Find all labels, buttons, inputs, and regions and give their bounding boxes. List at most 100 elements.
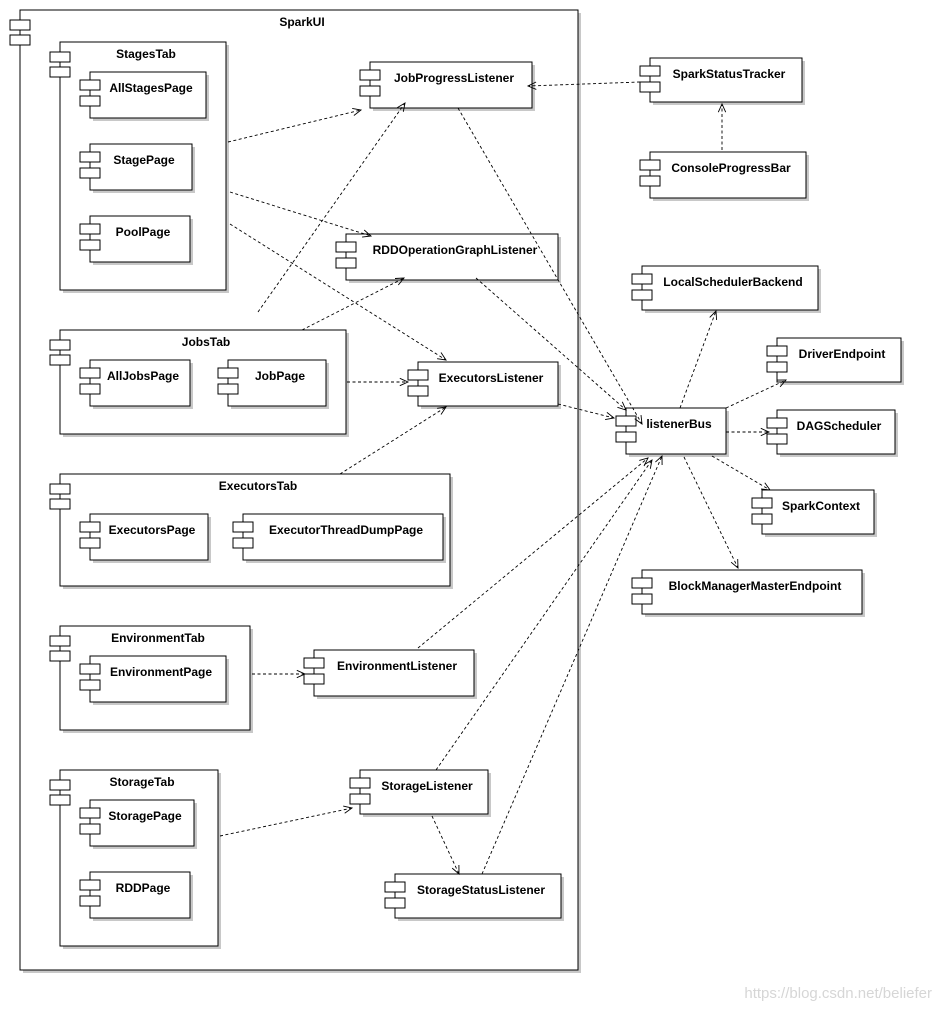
component-tab-icon — [349, 793, 371, 805]
sparkstatustracker-component: SparkStatusTracker — [639, 57, 805, 105]
component-tab-icon — [79, 383, 101, 395]
component-tab-icon — [631, 577, 653, 589]
component-tab-icon — [631, 273, 653, 285]
sparkui-label: SparkUI — [279, 15, 324, 29]
component-tab-icon — [79, 521, 101, 533]
storagelistener-label: StorageListener — [381, 779, 473, 793]
component-tab-icon — [407, 369, 429, 381]
dependency-arrow — [431, 815, 460, 875]
arrowhead-icon — [617, 401, 627, 411]
component-tab-icon — [79, 663, 101, 675]
arrowhead-icon — [296, 669, 307, 679]
component-tab-icon — [79, 823, 101, 835]
dependency-line — [229, 191, 372, 237]
consoleprogressbar-component: ConsoleProgressBar — [639, 151, 809, 201]
component-tab-icon — [359, 69, 381, 81]
dependency-line — [475, 277, 627, 411]
arrowhead-icon — [397, 102, 406, 112]
executorthreaddumppage-box — [242, 513, 444, 561]
arrowhead-icon — [717, 102, 727, 113]
rddoperationgraphlistener-box — [345, 233, 559, 281]
arrowhead-icon — [709, 309, 718, 321]
component-tab-icon — [49, 354, 71, 366]
stagestab-label: StagesTab — [116, 47, 176, 61]
executorspage-box — [89, 513, 209, 561]
dependency-arrow — [257, 102, 406, 313]
component-tab-icon — [79, 679, 101, 691]
environmentpage-component: EnvironmentPage — [79, 655, 229, 705]
component-tab-icon — [9, 34, 31, 46]
blockmanagermasterendpoint-component: BlockManagerMasterEndpoint — [631, 569, 865, 617]
executorspage-component: ExecutorsPage — [79, 513, 211, 563]
environmenttab-label: EnvironmentTab — [111, 631, 205, 645]
jobprogresslistener-label: JobProgressListener — [394, 71, 514, 85]
component-tab-icon — [384, 881, 406, 893]
listenerbus-box — [625, 407, 727, 455]
rddoperationgraphlistener-component: RDDOperationGraphListener — [335, 233, 561, 283]
component-tab-icon — [766, 345, 788, 357]
arrowhead-icon — [437, 406, 447, 415]
component-tab-icon — [766, 361, 788, 373]
component-tab-icon — [359, 85, 381, 97]
driverendpoint-component: DriverEndpoint — [766, 337, 904, 385]
dependency-line — [435, 459, 653, 771]
dependency-line — [481, 455, 663, 875]
arrowhead-icon — [776, 379, 787, 388]
component-tab-icon — [79, 879, 101, 891]
dependency-arrow — [252, 669, 307, 679]
jobstab-label: JobsTab — [182, 335, 230, 349]
allstagespage-component: AllStagesPage — [79, 71, 209, 121]
dependency-line — [683, 456, 739, 569]
jobprogresslistener-box — [369, 61, 533, 109]
dagscheduler-component: DAGScheduler — [766, 409, 898, 457]
component-tab-icon — [49, 483, 71, 495]
component-tab-icon — [79, 537, 101, 549]
rddpage-label: RDDPage — [116, 881, 171, 895]
arrowhead-icon — [730, 558, 739, 569]
component-tab-icon — [615, 431, 637, 443]
environmentlistener-component: EnvironmentListener — [303, 649, 477, 699]
watermark: https://blog.csdn.net/beliefer — [744, 985, 932, 1002]
executorslistener-label: ExecutorsListener — [439, 371, 544, 385]
poolpage-label: PoolPage — [116, 225, 171, 239]
dependency-arrow — [481, 454, 663, 875]
alljobspage-label: AllJobsPage — [107, 369, 179, 383]
component-tab-icon — [751, 513, 773, 525]
driverendpoint-label: DriverEndpoint — [799, 347, 886, 361]
component-tab-icon — [631, 289, 653, 301]
dependency-line — [219, 807, 353, 837]
storagestatuslistener-label: StorageStatusListener — [417, 883, 545, 897]
sparkcontext-box — [761, 489, 875, 535]
dependency-arrow — [711, 455, 771, 491]
component-tab-icon — [49, 66, 71, 78]
component-tab-icon — [349, 777, 371, 789]
dependency-arrow — [229, 223, 447, 361]
listenerbus-label: listenerBus — [646, 417, 712, 431]
dependency-arrow — [417, 457, 649, 649]
environmentpage-box — [89, 655, 227, 703]
consoleprogressbar-label: ConsoleProgressBar — [671, 161, 791, 175]
dependency-line — [457, 107, 643, 425]
component-tab-icon — [217, 367, 239, 379]
executorslistener-component: ExecutorsListener — [407, 361, 561, 409]
alljobspage-box — [89, 359, 191, 407]
dependency-arrow — [726, 427, 771, 437]
component-tab-icon — [49, 635, 71, 647]
arrowhead-icon — [526, 81, 537, 90]
jobpage-label: JobPage — [255, 369, 305, 383]
arrowhead-icon — [634, 415, 643, 425]
dependency-arrow — [557, 403, 616, 421]
arrowhead-icon — [760, 427, 771, 437]
executorthreaddumppage-component: ExecutorThreadDumpPage — [232, 513, 446, 563]
allstagespage-label: AllStagesPage — [109, 81, 193, 95]
component-tab-icon — [303, 673, 325, 685]
component-tab-icon — [639, 159, 661, 171]
environmentlistener-label: EnvironmentListener — [337, 659, 457, 673]
environmentpage-label: EnvironmentPage — [110, 665, 212, 679]
executorspage-label: ExecutorsPage — [109, 523, 196, 537]
storagepage-box — [89, 799, 195, 847]
component-tab-icon — [79, 95, 101, 107]
sparkcontext-label: SparkContext — [782, 499, 860, 513]
sparkstatustracker-box — [649, 57, 803, 103]
component-tab-icon — [49, 779, 71, 791]
